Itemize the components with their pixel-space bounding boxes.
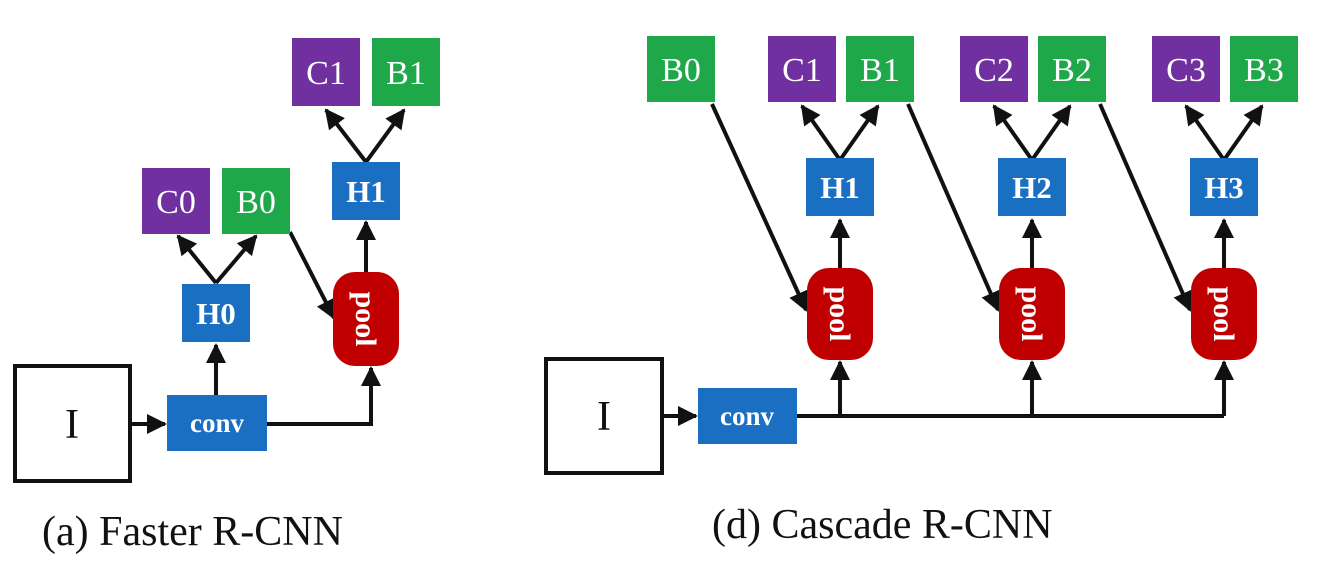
watermark-site: 知乎 <box>1058 506 1126 546</box>
panel-d-caption: (d) Cascade R-CNN <box>712 502 1053 548</box>
panel-d-h3-label: H3 <box>1204 170 1244 205</box>
edge-h1-to-c1 <box>800 104 842 162</box>
edge-h0-to-b0 <box>214 234 258 285</box>
panel-d-c3-label: C3 <box>1166 52 1206 89</box>
panel-d-pool-3-label: pool <box>1207 286 1240 341</box>
panel-a-h1-label: H1 <box>346 174 386 209</box>
panel-a-image-label: I <box>65 402 79 448</box>
panel-d-h2-label: H2 <box>1012 170 1052 205</box>
panel-a-caption: (a) Faster R-CNN <box>42 509 343 555</box>
edge-h2-to-c2 <box>992 104 1034 162</box>
panel-d-h1-box <box>806 158 874 216</box>
panel-a-b0-label: B0 <box>236 184 276 221</box>
panel-d-b0-box <box>647 36 715 102</box>
panel-d-c3-box <box>1152 36 1220 102</box>
panel-d-b0-label: B0 <box>661 52 701 89</box>
panel-a-c1-box <box>292 38 360 106</box>
panel-d-pool-3-node <box>1191 268 1257 360</box>
panel-d-c2-box <box>960 36 1028 102</box>
watermark-author: @赵子龙 <box>1155 506 1291 546</box>
panel-d-cascade-rcnn: I conv B0 H1 pool C1 B1 H2 pool C2 B2 H3… <box>544 36 1298 548</box>
edge-b2-to-pool-3 <box>1098 103 1192 312</box>
panel-d-conv-label: conv <box>720 401 775 431</box>
panel-d-pool-2-label: pool <box>1015 286 1048 341</box>
panel-a-c0-box <box>142 168 210 234</box>
panel-d-edges <box>662 103 1264 426</box>
panel-a-b1-box <box>372 38 440 106</box>
panel-d-image-label: I <box>597 394 611 440</box>
watermark: 知乎 @赵子龙 <box>1058 506 1291 546</box>
edge-h1-to-c1 <box>324 108 368 164</box>
panel-d-conv-box <box>698 388 797 444</box>
panel-d-image-box <box>544 357 664 475</box>
panel-a-faster-rcnn: I conv H0 C0 B0 pool H1 C1 B1 (a) Faster… <box>13 38 440 555</box>
panel-d-b2-label: B2 <box>1052 52 1092 89</box>
edge-b0-to-pool <box>288 231 336 320</box>
panel-a-b1-label: B1 <box>386 55 426 92</box>
panel-a-c1-label: C1 <box>306 55 346 92</box>
edge-h3-to-b3 <box>1222 104 1264 162</box>
panel-a-h0-label: H0 <box>196 296 236 331</box>
panel-d-b3-box <box>1230 36 1298 102</box>
panel-a-edges <box>130 108 406 434</box>
edge-b0-to-pool-1 <box>710 103 808 312</box>
panel-a-conv-box <box>167 395 267 451</box>
panel-d-b3-label: B3 <box>1244 52 1284 89</box>
panel-a-h1-box <box>332 162 400 220</box>
edge-h1-to-b1 <box>838 104 880 162</box>
panel-a-pool-label: pool <box>349 291 382 346</box>
panel-d-pool-2-node <box>999 268 1065 360</box>
panel-a-image-box <box>13 364 132 483</box>
edge-h1-to-b1 <box>364 108 406 164</box>
panel-d-b1-box <box>846 36 914 102</box>
panel-a-pool-node <box>333 272 399 366</box>
panel-d-b2-box <box>1038 36 1106 102</box>
edge-b1-to-pool-2 <box>906 103 1000 312</box>
panel-a-conv-label: conv <box>190 408 245 438</box>
panel-d-pool-1-label: pool <box>823 286 856 341</box>
panel-d-c2-label: C2 <box>974 52 1014 89</box>
panel-d-c1-box <box>768 36 836 102</box>
panel-d-h3-box <box>1190 158 1258 216</box>
panel-d-c1-label: C1 <box>782 52 822 89</box>
edge-conv-to-pool <box>266 366 381 426</box>
panel-d-pool-1-node <box>807 268 873 360</box>
edge-h3-to-c3 <box>1184 104 1226 162</box>
panel-d-h2-box <box>998 158 1066 216</box>
panel-a-b0-box <box>222 168 290 234</box>
panel-d-h1-label: H1 <box>820 170 860 205</box>
panel-a-c0-label: C0 <box>156 184 196 221</box>
edge-h0-to-c0 <box>176 234 218 285</box>
panel-a-h0-box <box>182 284 250 342</box>
edge-h2-to-b2 <box>1030 104 1072 162</box>
panel-d-b1-label: B1 <box>860 52 900 89</box>
